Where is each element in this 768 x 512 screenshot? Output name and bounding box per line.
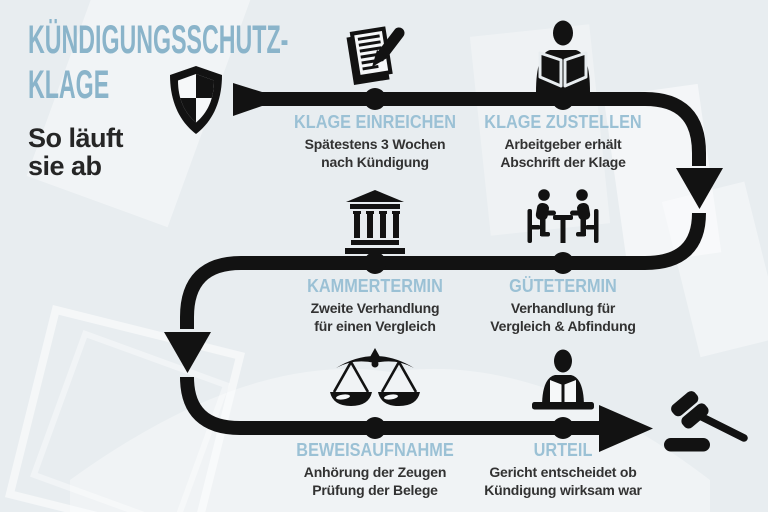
step-description: Gericht entscheidet ob Kündigung wirksam…	[448, 463, 678, 499]
station-dot	[552, 252, 574, 274]
flow-segment-row1	[256, 92, 706, 166]
station-dot	[364, 252, 386, 274]
step-title: KLAGE EINREICHEN	[294, 111, 456, 132]
step-desc-line2: für einen Vergleich	[314, 318, 436, 334]
station-dot	[364, 417, 386, 439]
title-line1: KÜNDIGUNGSSCHUTZ-	[28, 18, 289, 62]
step-desc-line2: nach Kündigung	[321, 154, 429, 170]
station-dot	[552, 417, 574, 439]
step-description: Verhandlung für Vergleich & Abfindung	[448, 299, 678, 335]
person-reading-icon	[529, 20, 597, 92]
courthouse-icon	[340, 190, 410, 254]
step-desc-line1: Verhandlung für	[510, 300, 616, 316]
step-title: BEWEISAUFNAHME	[296, 439, 454, 460]
step-desc-line1: Arbeitgeber erhält	[504, 136, 622, 152]
title-line2: KLAGE	[28, 63, 110, 107]
step-urteil: URTEIL Gericht entscheidet ob Kündigung …	[448, 440, 678, 499]
judge-reading-icon	[527, 349, 599, 419]
flow-segment-row3	[180, 376, 599, 435]
step-description: Zweite Verhandlung für einen Vergleich	[260, 299, 490, 335]
step-title: GÜTETERMIN	[509, 275, 617, 296]
shield-icon	[166, 64, 226, 136]
step-klage-einreichen: KLAGE EINREICHEN Spätestens 3 Wochen nac…	[260, 112, 490, 171]
step-klage-zustellen: KLAGE ZUSTELLEN Arbeitgeber erhält Absch…	[448, 112, 678, 171]
step-desc-line2: Abschrift der Klage	[500, 154, 626, 170]
step-title: KAMMERTERMIN	[307, 275, 443, 296]
step-guetetermin: GÜTETERMIN Verhandlung für Vergleich & A…	[448, 276, 678, 335]
step-kammertermin: KAMMERTERMIN Zweite Verhandlung für eine…	[260, 276, 490, 335]
document-pen-icon	[341, 22, 409, 90]
subtitle: So läuft sie ab	[28, 124, 477, 180]
flow-segment-row2	[180, 212, 706, 329]
page-title: KÜNDIGUNGSSCHUTZ- KLAGE So läuft sie ab	[28, 18, 477, 180]
gavel-icon	[654, 388, 748, 462]
step-desc-line2: Kündigung wirksam war	[484, 482, 642, 498]
step-beweisaufnahme: BEWEISAUFNAHME Anhörung der Zeugen Prüfu…	[260, 440, 490, 499]
step-desc-line1: Spätestens 3 Wochen	[304, 136, 446, 152]
arrow-down-right-icon	[676, 168, 723, 209]
title-heading: KÜNDIGUNGSSCHUTZ- KLAGE	[28, 18, 288, 108]
arrow-down-left-icon	[164, 332, 211, 373]
subtitle-line1: So läuft	[28, 123, 123, 153]
step-desc-line1: Zweite Verhandlung	[310, 300, 440, 316]
flow-start-cone	[233, 83, 262, 116]
step-desc-line2: Vergleich & Abfindung	[490, 318, 636, 334]
station-dot	[552, 88, 574, 110]
subtitle-line2: sie ab	[28, 151, 102, 181]
step-desc-line2: Prüfung der Belege	[312, 482, 438, 498]
meeting-table-icon	[524, 187, 602, 254]
step-title: KLAGE ZUSTELLEN	[484, 111, 642, 132]
step-title: URTEIL	[533, 439, 593, 460]
step-desc-line1: Anhörung der Zeugen	[303, 464, 447, 480]
step-desc-line1: Gericht entscheidet ob	[489, 464, 637, 480]
station-dot	[364, 88, 386, 110]
scales-icon	[326, 348, 424, 418]
arrow-right-end-icon	[599, 405, 653, 452]
step-description: Spätestens 3 Wochen nach Kündigung	[260, 135, 490, 171]
step-description: Anhörung der Zeugen Prüfung der Belege	[260, 463, 490, 499]
step-description: Arbeitgeber erhält Abschrift der Klage	[448, 135, 678, 171]
